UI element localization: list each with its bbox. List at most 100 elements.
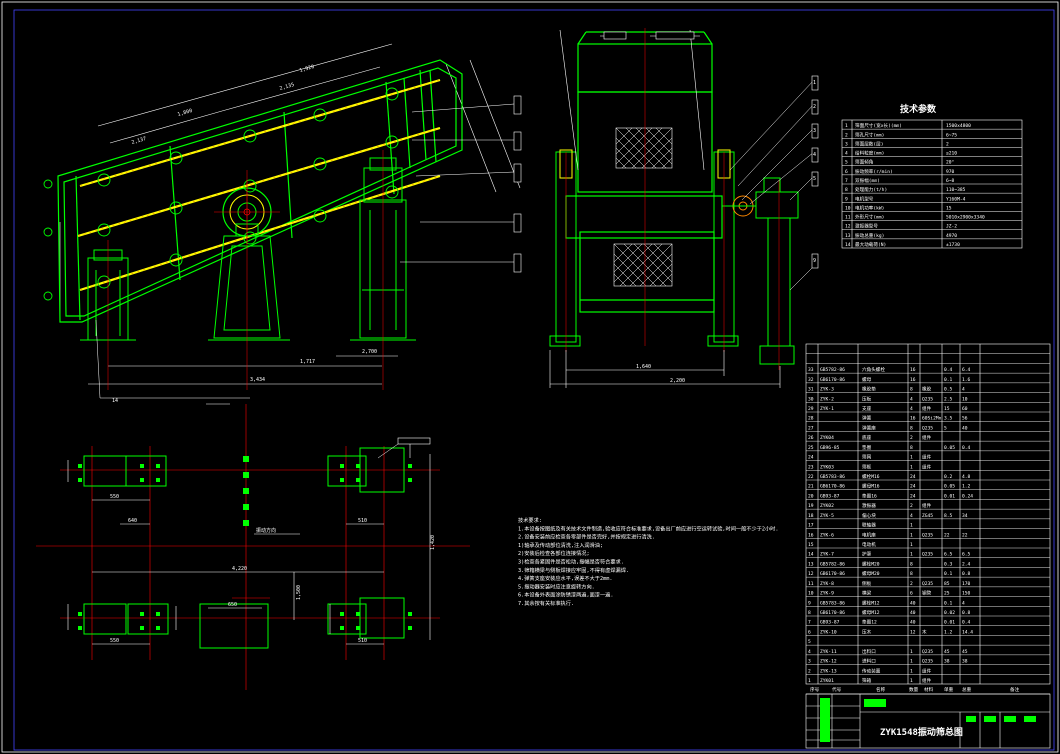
bom-cell-name: 电机座	[862, 531, 876, 538]
spec-row-name: 处理能力(t/h)	[855, 186, 887, 193]
bom-cell-qty: 1	[910, 455, 913, 461]
bom-cell-material: 组件	[922, 502, 932, 509]
spec-row-value: 5010x2900x3340	[946, 215, 985, 221]
bom-cell-unit-weight: 0.1	[944, 571, 953, 577]
bom-cell-no: 2	[808, 668, 811, 674]
dim-track-width: 1,640	[636, 364, 651, 370]
bom-cell-no: 17	[808, 523, 814, 529]
bom-cell-code: GB6170-86	[820, 571, 845, 577]
bom-cell-total-weight: 2.4	[962, 561, 971, 567]
spec-row-number: 1	[845, 123, 848, 129]
bom-cell-name: 筛网	[862, 454, 872, 461]
side-view-dimension-lines	[59, 43, 521, 399]
bom-cell-total-weight: 4.8	[962, 474, 971, 480]
bom-cell-code: ZYK03	[820, 464, 834, 470]
wire-mesh-upper	[615, 127, 673, 169]
spec-row-name: 外形尺寸(mm)	[855, 214, 884, 221]
bom-cell-name: 压板	[862, 395, 872, 402]
side-view: 1,920 1,800 2,137 2,135 1,717 3,434 2,70…	[43, 43, 522, 405]
bom-cell-qty: 2	[910, 435, 913, 441]
spec-row-value: 970	[946, 169, 955, 175]
bom-cell-qty: 4	[910, 396, 913, 402]
bom-cell-qty: 8	[910, 561, 913, 567]
bom-cell-unit-weight: 45	[944, 649, 950, 655]
bom-cell-total-weight: 1.6	[962, 377, 971, 383]
bom-cell-name: 支座	[862, 405, 872, 412]
dim-overall-width: 2,200	[670, 378, 685, 384]
bom-cell-unit-weight: 38	[944, 659, 950, 665]
bom-cell-qty: 1	[910, 678, 913, 684]
bom-cell-code: GB5782-86	[820, 561, 845, 567]
bom-cell-name: 筛框	[862, 463, 872, 470]
bom-cell-qty: 16	[910, 367, 916, 373]
bom-cell-qty: 2	[910, 581, 913, 587]
bom-cell-name: 弹簧座	[862, 424, 876, 431]
bom-cell-name: 垫圈12	[862, 619, 877, 626]
bom-cell-material: Q235	[922, 532, 933, 538]
side-view-callouts: 14	[95, 95, 522, 405]
bom-cell-unit-weight: 2.5	[944, 396, 953, 402]
note-line: 7.其余按有关标准执行.	[518, 599, 574, 607]
bom-cell-name: 垫圈	[862, 444, 872, 451]
spec-row-name: 振动总重(kg)	[855, 232, 884, 239]
spec-row-name: 电机型号	[855, 195, 874, 202]
spec-row-name: 电机功率(kW)	[855, 204, 884, 211]
bom-cell-unit-weight: 0.01	[944, 493, 955, 499]
callout-label-3: 3	[813, 128, 816, 134]
bom-cell-no: 28	[808, 416, 814, 422]
note-line: 2)安装后检查各部位连接情况;	[518, 549, 590, 557]
bom-cell-unit-weight: 15	[944, 406, 950, 412]
bom-cell-material: Q235	[922, 396, 933, 402]
bom-cell-unit-weight: 1.2	[944, 629, 953, 635]
bom-cell-no: 16	[808, 532, 814, 538]
spec-row-number: 11	[845, 215, 851, 221]
bom-cell-code: ZYK-7	[820, 552, 834, 558]
bom-cell-no: 33	[808, 367, 814, 373]
bom-cell-qty: 1	[910, 464, 913, 470]
bom-cell-no: 27	[808, 425, 814, 431]
bom-cell-unit-weight: 22	[944, 532, 950, 538]
spec-row-number: 5	[845, 160, 848, 166]
bom-cell-material: 组件	[922, 454, 932, 461]
spec-row-value: 110~385	[946, 187, 966, 193]
bom-cell-code: GB6170-86	[820, 377, 845, 383]
bom-cell-code: ZYK-6	[820, 532, 834, 538]
bom-cell-material: 组件	[922, 463, 932, 470]
bom-cell-qty: 12	[910, 629, 916, 635]
drawing-title: ZYK1548振动筛总图	[880, 726, 963, 738]
note-line: 1)轴承及传动部位清洗,注入润滑油;	[518, 541, 603, 549]
bom-cell-code: GB6170-86	[820, 610, 845, 616]
spec-row-number: 13	[845, 233, 851, 239]
bom-cell-no: 30	[808, 396, 814, 402]
bom-cell-no: 22	[808, 474, 814, 480]
bom-cell-name: 偏心块	[862, 512, 876, 519]
dim-lower-segment-b: 2,135	[279, 82, 295, 92]
dim-pad-rear-width: 550	[110, 494, 119, 500]
bom-cell-no: 4	[808, 649, 811, 655]
callout-label-5: 5	[813, 176, 816, 182]
bom-cell-qty: 24	[910, 493, 916, 499]
bom-cell-name: 激振器	[862, 502, 876, 509]
bom-cell-total-weight: 0.8	[962, 571, 971, 577]
bom-cell-no: 24	[808, 455, 814, 461]
bom-cell-total-weight: 60	[962, 406, 968, 412]
bom-cell-qty: 8	[910, 571, 913, 577]
bom-cell-material: ZG45	[922, 513, 933, 519]
bom-cell-no: 20	[808, 493, 814, 499]
bom-cell-total-weight: 38	[962, 659, 968, 665]
spec-row-number: 14	[845, 242, 851, 248]
bom-cell-name: 螺栓M20	[862, 560, 880, 567]
bom-cell-no: 29	[808, 406, 814, 412]
view-direction-label: 振动方向	[256, 527, 276, 534]
spec-row-value: 6~8	[946, 178, 955, 184]
bom-cell-name: 出料口	[862, 648, 876, 655]
plan-view-callout	[377, 437, 431, 459]
spec-row-value: 4970	[946, 233, 957, 239]
bom-cell-name: 压木	[862, 628, 872, 635]
callout-box-10	[513, 253, 522, 273]
bom-header-row: 序号 代号 名称 数量 材料 单重 总重 备注	[806, 686, 1050, 695]
bom-cell-unit-weight: 0.2	[944, 474, 953, 480]
